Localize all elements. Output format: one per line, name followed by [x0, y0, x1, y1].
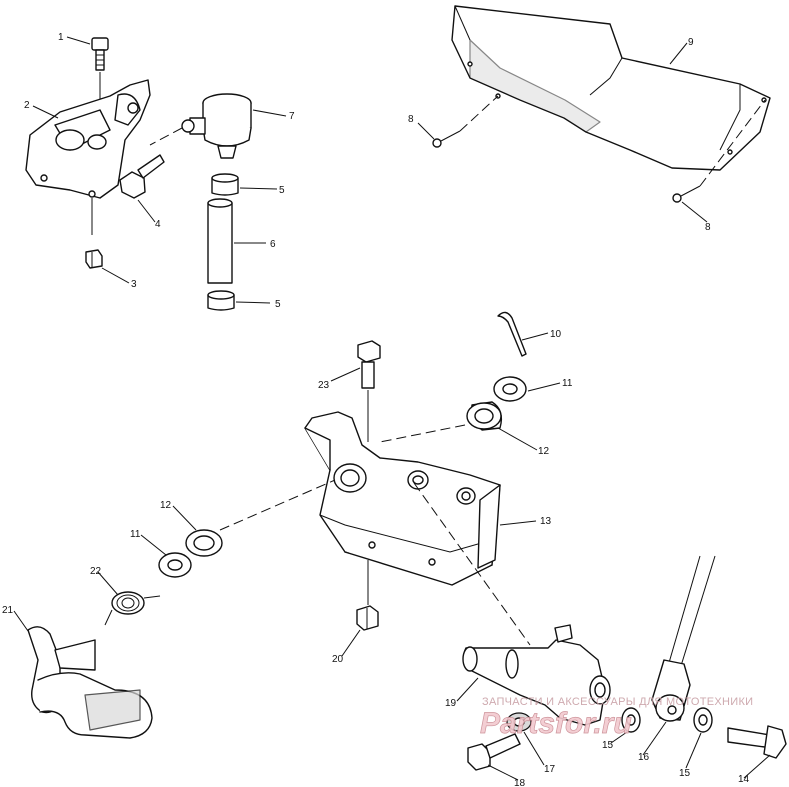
part-11-washer-left — [158, 552, 192, 578]
part-13-bracket — [304, 411, 501, 605]
part-10-cotter-pin — [497, 311, 527, 357]
part-15-washer-left — [621, 707, 641, 733]
part-1-bolt — [91, 37, 109, 71]
callout-8-left: 8 — [408, 114, 414, 125]
callout-22: 22 — [90, 566, 102, 577]
part-6-hose — [207, 198, 233, 284]
callout-17: 17 — [544, 764, 556, 775]
callout-21: 21 — [2, 605, 14, 616]
part-16-rod-end — [651, 555, 716, 722]
part-7-reservoir — [149, 93, 252, 159]
part-18-bolt — [467, 733, 521, 771]
callout-11-upper: 11 — [562, 378, 573, 389]
callout-12-upper: 12 — [538, 446, 550, 457]
watermark-tagline: ЗАПЧАСТИ И АКСЕССУАРЫ ДЛЯ МОТОТЕХНИКИ — [482, 696, 753, 708]
part-22-spring — [104, 591, 161, 626]
watermark: ЗАПЧАСТИ И АКСЕССУАРЫ ДЛЯ МОТОТЕХНИКИ Pa… — [480, 696, 753, 740]
part-9-cover — [451, 5, 771, 171]
callout-15-right: 15 — [679, 768, 691, 779]
part-17-washer — [506, 712, 532, 732]
part-4-bolt — [119, 154, 165, 199]
part-3-nut — [85, 249, 103, 269]
callout-2: 2 — [24, 100, 30, 111]
part-19-shaft — [413, 482, 611, 726]
part-8-screw-left — [432, 95, 499, 148]
callout-14: 14 — [738, 774, 750, 785]
callout-20: 20 — [332, 654, 344, 665]
part-12-bushing-left — [185, 479, 336, 557]
leader-lines — [13, 36, 771, 781]
part-2-mount-bracket — [25, 79, 151, 235]
callout-12-left: 12 — [160, 500, 172, 511]
callout-16: 16 — [638, 752, 650, 763]
callout-1: 1 — [58, 32, 64, 43]
callout-23: 23 — [318, 380, 330, 391]
part-15-washer-right — [693, 707, 713, 733]
callout-18: 18 — [514, 778, 526, 787]
part-14-bolt — [727, 725, 787, 759]
part-21-pedal — [27, 626, 153, 739]
callout-5-upper: 5 — [279, 185, 285, 196]
callout-9: 9 — [688, 37, 694, 48]
callout-7: 7 — [289, 111, 295, 122]
callout-8-right: 8 — [705, 222, 711, 233]
part-11-washer-upper — [493, 376, 527, 402]
callout-4: 4 — [155, 219, 161, 230]
callout-labels: 1 2 3 4 5 6 5 7 8 8 9 10 11 12 13 23 12 … — [2, 32, 750, 787]
callout-5-lower: 5 — [275, 299, 281, 310]
watermark-logo: Partsfor.ru — [480, 707, 632, 740]
part-5-clamp-upper — [211, 173, 239, 196]
callout-6: 6 — [270, 239, 276, 250]
part-23-bolt — [357, 340, 381, 442]
callout-19: 19 — [445, 698, 457, 709]
callout-3: 3 — [131, 279, 137, 290]
part-5-clamp-lower — [207, 290, 235, 311]
callout-13: 13 — [540, 516, 552, 527]
callout-15-left: 15 — [602, 740, 614, 751]
part-20-nut — [356, 605, 379, 631]
callout-11-left: 11 — [130, 529, 141, 540]
callout-10: 10 — [550, 329, 562, 340]
part-8-screw-right — [672, 99, 766, 203]
part-12-bushing-upper — [379, 401, 503, 443]
